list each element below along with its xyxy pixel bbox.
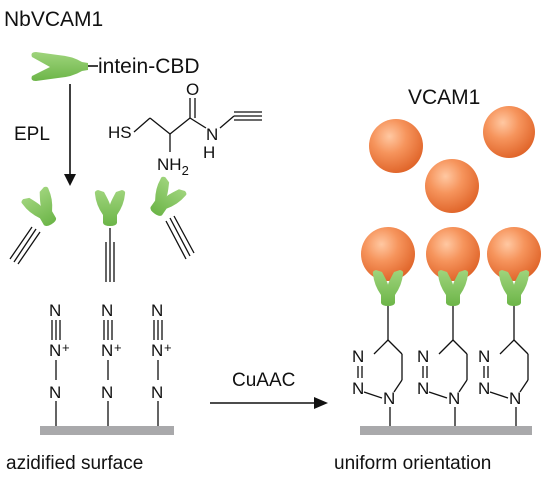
amide-h-label: H [203,143,215,162]
nanobody-sideways-icon [31,52,88,81]
nh2-label: NH2 [157,155,189,178]
bound-complex-3 [487,227,541,340]
free-vcam1-sphere-2 [483,106,535,158]
free-vcam1-sphere-3 [425,159,479,213]
epl-label: EPL [14,124,50,145]
svg-text:N: N [151,341,163,360]
svg-text:N: N [417,379,429,398]
svg-text:N: N [101,301,113,320]
svg-text:N: N [101,341,113,360]
triazole-ring-1: N N N [352,339,403,426]
svg-text:N: N [478,347,490,366]
left-caption: azidified surface [6,453,143,474]
hs-label: HS [108,123,132,142]
right-caption: uniform orientation [334,453,491,474]
azide-column-2: N N + N [101,301,122,426]
tag-label: intein-CBD [98,55,200,78]
free-vcam1-sphere-1 [369,119,423,173]
epl-arrow-head [64,174,76,186]
right-surface-slab [360,426,532,435]
left-surface-slab [40,426,174,435]
alkyne-nanobody-right [142,175,195,260]
target-label: VCAM1 [408,86,480,109]
alkyne-nanobody-middle [94,190,126,282]
nanobody-label: NbVCAM1 [4,8,103,31]
svg-text:N: N [49,383,61,402]
svg-text:N: N [417,347,429,366]
cuaac-arrow-head [314,397,328,409]
bound-complex-1 [361,227,415,340]
triazole-ring-2: N N N [417,339,468,426]
carbonyl-o-label: O [186,80,199,99]
alkyne-nanobody-left [9,185,65,265]
svg-text:N: N [49,301,61,320]
svg-text:N: N [509,389,521,408]
svg-text:N: N [352,347,364,366]
svg-text:N: N [49,341,61,360]
azide-column-3: N N + N [151,301,172,426]
svg-text:+: + [62,340,70,355]
svg-text:N: N [383,389,395,408]
svg-text:N: N [101,383,113,402]
cuaac-label: CuAAC [232,370,295,391]
svg-text:N: N [352,379,364,398]
svg-text:+: + [164,340,172,355]
svg-text:N: N [151,383,163,402]
bound-complex-2 [426,227,480,340]
svg-text:N: N [151,301,163,320]
amide-n-label: N [206,125,218,144]
reagent-structure: HS NH2 O N H [108,80,262,178]
triazole-ring-3: N N N [478,339,529,426]
svg-text:N: N [448,389,460,408]
svg-text:N: N [478,379,490,398]
azide-column-1: N N + N [49,301,70,426]
svg-text:+: + [114,340,122,355]
